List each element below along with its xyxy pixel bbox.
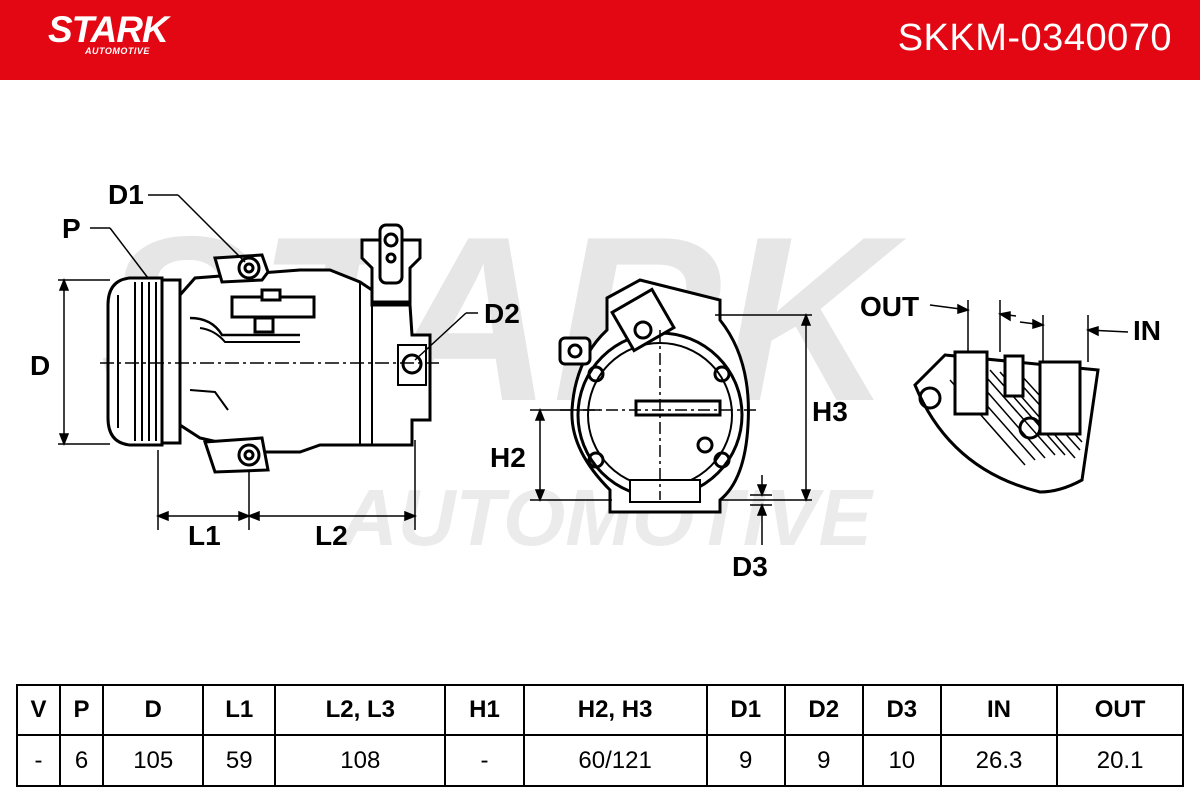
specs-value-cell: 105 <box>102 734 205 787</box>
specs-value-cell: 59 <box>202 734 277 787</box>
front-view-dimensions <box>530 312 812 545</box>
label-d3: D3 <box>732 551 768 582</box>
specs-value-cell: - <box>444 734 525 787</box>
specs-value-cell: 9 <box>783 734 864 787</box>
specs-value-cell: 60/121 <box>522 734 708 787</box>
specs-value-cell: - <box>15 734 62 787</box>
specs-header-cell: H2, H3 <box>522 684 708 736</box>
specs-header-cell: D3 <box>861 684 942 736</box>
specs-header-cell: D2 <box>783 684 864 736</box>
specs-value-cell: 20.1 <box>1056 734 1184 787</box>
part-number: SKKM-0340070 <box>897 17 1172 59</box>
port-detail-dimensions <box>929 303 1129 337</box>
label-d: D <box>30 350 50 381</box>
label-d1: D1 <box>108 179 144 210</box>
specs-header-cell: H1 <box>444 684 525 736</box>
specs-value-row: - 6 105 59 108 - 60/121 9 9 10 26.3 20.1 <box>15 734 1184 787</box>
specs-header-cell: OUT <box>1056 684 1184 736</box>
specs-header-cell: IN <box>939 684 1059 736</box>
label-p: P <box>62 213 81 244</box>
label-out: OUT <box>860 291 919 322</box>
stark-logo[interactable]: STARK AUTOMOTIVE <box>48 9 169 57</box>
specs-header-cell: L1 <box>202 684 277 736</box>
label-l2: L2 <box>315 520 348 551</box>
specs-header-row: V P D L1 L2, L3 H1 H2, H3 D1 D2 D3 IN OU… <box>15 684 1184 736</box>
specifications-table: V P D L1 L2, L3 H1 H2, H3 D1 D2 D3 IN OU… <box>15 684 1184 787</box>
label-in: IN <box>1133 315 1161 346</box>
side-view-dimensions <box>58 194 478 530</box>
compressor-side-view <box>100 223 440 474</box>
specs-header-cell: D1 <box>705 684 786 736</box>
label-d2: D2 <box>484 298 520 329</box>
specs-value-cell: 26.3 <box>939 734 1059 787</box>
specs-header-cell: V <box>15 684 62 736</box>
label-l1: L1 <box>188 520 221 551</box>
technical-drawing: STARK AUTOMOTIVE <box>30 179 1161 582</box>
specs-value-cell: 9 <box>705 734 786 787</box>
label-h2: H2 <box>490 442 526 473</box>
specs-value-cell: 6 <box>59 734 105 787</box>
port-detail-view <box>913 300 1100 494</box>
specs-header-cell: P <box>59 684 105 736</box>
compressor-front-view <box>558 278 760 514</box>
specs-header-cell: L2, L3 <box>274 684 447 736</box>
specs-header-cell: D <box>102 684 205 736</box>
logo-wordmark: STARK <box>48 9 169 50</box>
specs-value-cell: 108 <box>274 734 447 787</box>
specs-value-cell: 10 <box>861 734 942 787</box>
header-bar: STARK AUTOMOTIVE SKKM-0340070 <box>0 0 1200 80</box>
label-h3: H3 <box>812 396 848 427</box>
logo-subtitle: AUTOMOTIVE <box>85 46 150 56</box>
